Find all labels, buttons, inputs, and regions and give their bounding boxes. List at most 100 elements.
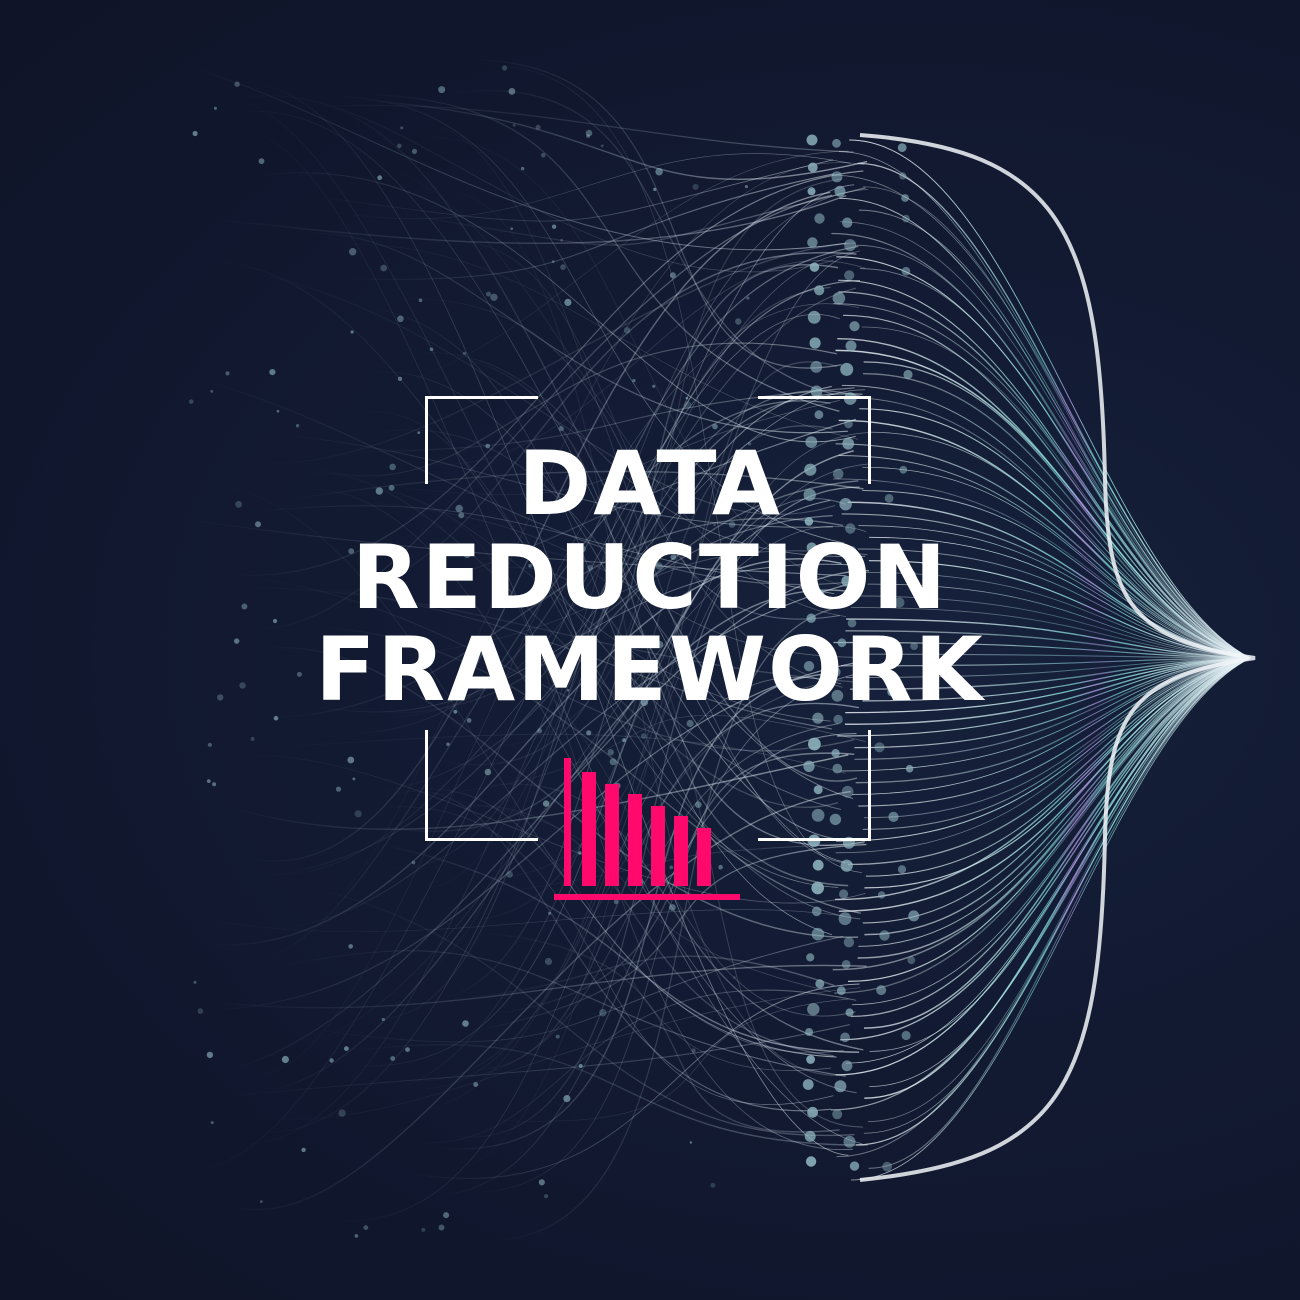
left-filament <box>460 955 835 999</box>
left-filament <box>266 589 858 1092</box>
left-filament <box>193 378 863 586</box>
node-dot <box>520 166 525 171</box>
left-filament <box>287 470 864 500</box>
node-dot <box>537 728 543 734</box>
node-dot <box>838 912 852 926</box>
brace-filament <box>858 657 1251 947</box>
left-filament <box>316 159 834 222</box>
left-filament <box>314 244 859 440</box>
left-filament <box>442 804 834 1057</box>
node-dot <box>269 369 276 376</box>
left-filament <box>318 586 832 730</box>
node-dot <box>363 1225 369 1230</box>
left-filament <box>183 518 846 577</box>
brace-filament <box>846 618 1251 659</box>
node-dot <box>429 347 434 352</box>
node-dot <box>807 162 818 173</box>
logo-bar-3 <box>605 784 619 886</box>
brace-filament <box>861 326 1251 659</box>
left-filament <box>338 96 845 544</box>
node-dot <box>485 443 491 449</box>
node-dot <box>623 327 631 334</box>
descending-bar-chart-icon <box>554 758 740 900</box>
node-dot <box>655 167 663 176</box>
brace-filament <box>849 139 1251 659</box>
left-filament <box>353 410 839 888</box>
node-dot <box>599 1009 607 1017</box>
brace-filament <box>863 373 1251 659</box>
node-dot <box>689 1141 693 1144</box>
left-filament <box>236 755 866 904</box>
brace-filament <box>838 291 1251 659</box>
node-dot <box>411 148 418 154</box>
node-dot <box>453 709 458 714</box>
left-filament <box>252 83 849 1156</box>
brace-filament <box>850 657 1251 690</box>
node-dot <box>810 385 823 398</box>
node-dot <box>241 603 248 610</box>
node-dot <box>609 758 617 766</box>
node-dot <box>655 562 663 570</box>
node-dot <box>616 547 623 553</box>
left-filament <box>458 432 869 1171</box>
node-dot <box>418 298 423 303</box>
node-dot <box>403 639 411 647</box>
left-filament <box>281 950 847 1077</box>
left-filament <box>245 242 856 465</box>
brace-filament <box>864 657 1251 936</box>
node-dot <box>811 881 824 895</box>
node-dot <box>807 237 818 248</box>
node-dot <box>728 521 736 528</box>
left-filament <box>421 796 831 992</box>
node-dot <box>273 715 279 721</box>
left-filament <box>360 306 833 936</box>
brace-filament <box>862 657 1251 924</box>
node-dot <box>804 463 817 476</box>
node-dot <box>836 986 846 996</box>
node-dot <box>652 384 656 388</box>
left-filament <box>271 480 859 877</box>
node-dot <box>831 171 843 183</box>
brace-filament <box>858 209 1251 659</box>
node-dot <box>486 291 491 297</box>
node-dot <box>669 272 676 279</box>
node-dot <box>335 786 342 792</box>
brace-filament <box>868 560 1251 659</box>
node-dot <box>812 859 824 871</box>
node-dot <box>587 564 594 571</box>
brace-filament <box>868 657 1251 1169</box>
left-filament <box>417 418 857 588</box>
node-dot <box>640 698 649 707</box>
node-dot <box>400 126 404 130</box>
node-dot <box>578 851 582 855</box>
left-filament <box>290 488 857 1094</box>
left-filament <box>223 95 834 273</box>
node-dot <box>829 813 842 826</box>
left-filament <box>287 580 860 928</box>
left-filament <box>198 314 840 1170</box>
brace-filament <box>869 431 1251 659</box>
node-dot <box>815 979 825 989</box>
left-filament <box>381 393 863 793</box>
node-dot <box>361 568 364 571</box>
node-dot <box>901 1030 911 1041</box>
node-dot <box>844 419 853 429</box>
logo-bar-5 <box>651 806 665 886</box>
node-dot <box>622 738 626 743</box>
node-dot <box>544 957 553 966</box>
node-dot <box>840 859 853 872</box>
node-dot <box>814 410 824 420</box>
node-dot <box>908 570 916 578</box>
node-dot <box>806 1055 815 1064</box>
brace-filament <box>848 657 1251 866</box>
node-dot <box>463 551 471 559</box>
node-dot <box>542 800 550 807</box>
left-filament <box>352 245 859 735</box>
brace-filament <box>835 657 1251 1076</box>
node-dot <box>250 737 255 741</box>
node-dot <box>349 248 357 256</box>
left-filament <box>213 964 867 1009</box>
left-filament <box>272 434 833 528</box>
